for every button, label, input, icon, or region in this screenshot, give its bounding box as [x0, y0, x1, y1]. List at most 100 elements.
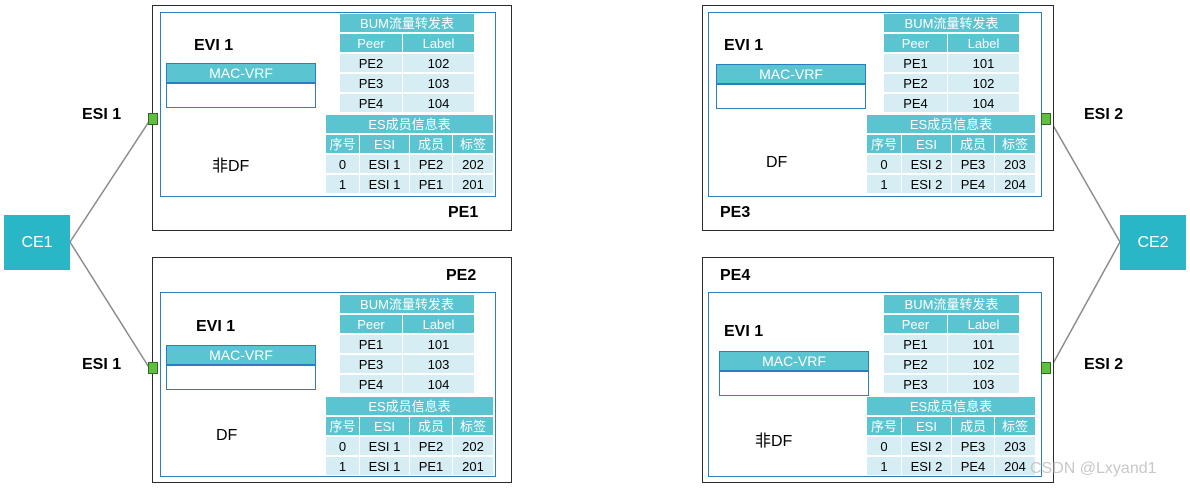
pe4-bum-r0-peer: PE1	[884, 335, 948, 354]
pe2-bum-r1-label: 103	[403, 355, 475, 374]
pe3-es-h1: ESI	[902, 135, 952, 154]
pe2-bum-header-peer: Peer	[340, 315, 403, 334]
pe3-es-h3: 标签	[995, 135, 1036, 154]
pe2-esi-port[interactable]	[148, 362, 158, 374]
pe2-mac-vrf-body	[166, 365, 316, 390]
ce2-label: CE2	[1137, 233, 1169, 251]
pe2-es-r0-c1: ESI 1	[360, 437, 410, 456]
pe2-es-h3: 标签	[453, 417, 494, 436]
pe1-bum-title: BUM流量转发表	[340, 14, 475, 33]
pe3-es-r0-c0: 0	[867, 155, 902, 174]
pe1-evi-label: EVI 1	[194, 37, 234, 54]
pe4-bum-header-label: Label	[948, 315, 1020, 334]
pe4-es-r1-c3: 204	[995, 457, 1036, 476]
pe2-bum-title: BUM流量转发表	[340, 295, 475, 314]
pe4-es-r0-c1: ESI 2	[902, 437, 952, 456]
pe3-bum-r1-peer: PE2	[884, 74, 948, 93]
pe1-bum-r0-label: 102	[403, 54, 475, 73]
pe2-es-r1-c0: 1	[326, 457, 360, 476]
pe1-mac-vrf-body	[166, 83, 316, 108]
pe2-es-r0-c3: 202	[453, 437, 494, 456]
pe4-mac-vrf-body	[719, 371, 869, 396]
pe3-mac-vrf-header: MAC-VRF	[716, 64, 866, 84]
pe4-es-h2: 成员	[952, 417, 995, 436]
pe2-es-h1: ESI	[360, 417, 410, 436]
pe3-es-r1-c1: ESI 2	[902, 175, 952, 194]
pe2-es-r0-c2: PE2	[410, 437, 453, 456]
pe1-es-r0-c0: 0	[326, 155, 360, 174]
link-ce1-pe1	[69, 119, 151, 243]
pe4-es-h0: 序号	[867, 417, 902, 436]
ce1-node[interactable]: CE1	[4, 215, 70, 270]
pe4-name: PE4	[720, 267, 751, 284]
pe4-role: 非DF	[755, 433, 793, 450]
link-ce1-pe2	[69, 241, 151, 370]
pe3-bum-r2-peer: PE4	[884, 94, 948, 113]
pe4-es-r1-c1: ESI 2	[902, 457, 952, 476]
esi-label-pe3: ESI 2	[1084, 106, 1124, 123]
pe1-es-h2: 成员	[410, 135, 453, 154]
pe2-es-title: ES成员信息表	[326, 397, 494, 416]
pe1-es-h1: ESI	[360, 135, 410, 154]
pe2-bum-r1-peer: PE3	[340, 355, 403, 374]
pe1-bum-header-label: Label	[403, 34, 475, 53]
pe4-bum-r1-peer: PE2	[884, 355, 948, 374]
pe3-role: DF	[766, 154, 788, 171]
pe4-es-r0-c2: PE3	[952, 437, 995, 456]
link-ce2-pe4	[1049, 241, 1121, 370]
pe3-es-h0: 序号	[867, 135, 902, 154]
pe1-bum-r2-label: 104	[403, 94, 475, 113]
pe1-bum-r2-peer: PE4	[340, 94, 403, 113]
pe4-bum-r2-peer: PE3	[884, 375, 948, 394]
pe1-es-title: ES成员信息表	[326, 115, 494, 134]
esi-label-pe2: ESI 1	[82, 356, 122, 373]
ce2-node[interactable]: CE2	[1120, 215, 1186, 270]
pe2-name: PE2	[446, 267, 477, 284]
pe2-bum-r0-label: 101	[403, 335, 475, 354]
pe4-es-h3: 标签	[995, 417, 1036, 436]
pe3-bum-r1-label: 102	[948, 74, 1020, 93]
pe1-esi-port[interactable]	[148, 113, 158, 125]
pe2-es-r1-c3: 201	[453, 457, 494, 476]
pe2-es-r0-c0: 0	[326, 437, 360, 456]
pe2-mac-vrf-header: MAC-VRF	[166, 345, 316, 365]
pe4-evi-label: EVI 1	[724, 323, 764, 340]
link-ce2-pe3	[1049, 119, 1121, 243]
pe3-es-r0-c2: PE3	[952, 155, 995, 174]
pe3-es-h2: 成员	[952, 135, 995, 154]
pe2-es-h2: 成员	[410, 417, 453, 436]
pe1-es-r1-c1: ESI 1	[360, 175, 410, 194]
pe1-bum-r1-peer: PE3	[340, 74, 403, 93]
pe1-es-r1-c0: 1	[326, 175, 360, 194]
pe3-bum-header-peer: Peer	[884, 34, 948, 53]
pe2-es-r1-c1: ESI 1	[360, 457, 410, 476]
pe1-bum-header-peer: Peer	[340, 34, 403, 53]
pe1-es-r1-c3: 201	[453, 175, 494, 194]
pe4-es-title: ES成员信息表	[867, 397, 1036, 416]
pe2-evi-label: EVI 1	[196, 318, 236, 335]
pe3-bum-r0-peer: PE1	[884, 54, 948, 73]
pe1-bum-r1-label: 103	[403, 74, 475, 93]
pe4-bum-r2-label: 103	[948, 375, 1020, 394]
pe1-es-h0: 序号	[326, 135, 360, 154]
pe3-bum-title: BUM流量转发表	[884, 14, 1020, 33]
pe3-mac-vrf-body	[716, 84, 866, 109]
pe3-name: PE3	[720, 204, 751, 221]
pe4-bum-header-peer: Peer	[884, 315, 948, 334]
pe1-name: PE1	[448, 204, 479, 221]
pe2-es-r1-c2: PE1	[410, 457, 453, 476]
pe3-esi-port[interactable]	[1041, 113, 1051, 125]
pe4-esi-port[interactable]	[1041, 362, 1051, 374]
pe3-bum-r0-label: 101	[948, 54, 1020, 73]
pe4-mac-vrf-header: MAC-VRF	[719, 351, 869, 371]
pe3-es-r1-c3: 204	[995, 175, 1036, 194]
pe4-es-r0-c0: 0	[867, 437, 902, 456]
esi-label-pe4: ESI 2	[1084, 356, 1124, 373]
pe1-bum-r0-peer: PE2	[340, 54, 403, 73]
pe1-es-h3: 标签	[453, 135, 494, 154]
pe1-role: 非DF	[212, 158, 250, 175]
pe1-es-r1-c2: PE1	[410, 175, 453, 194]
pe1-mac-vrf-header: MAC-VRF	[166, 63, 316, 83]
esi-label-pe1: ESI 1	[82, 106, 122, 123]
